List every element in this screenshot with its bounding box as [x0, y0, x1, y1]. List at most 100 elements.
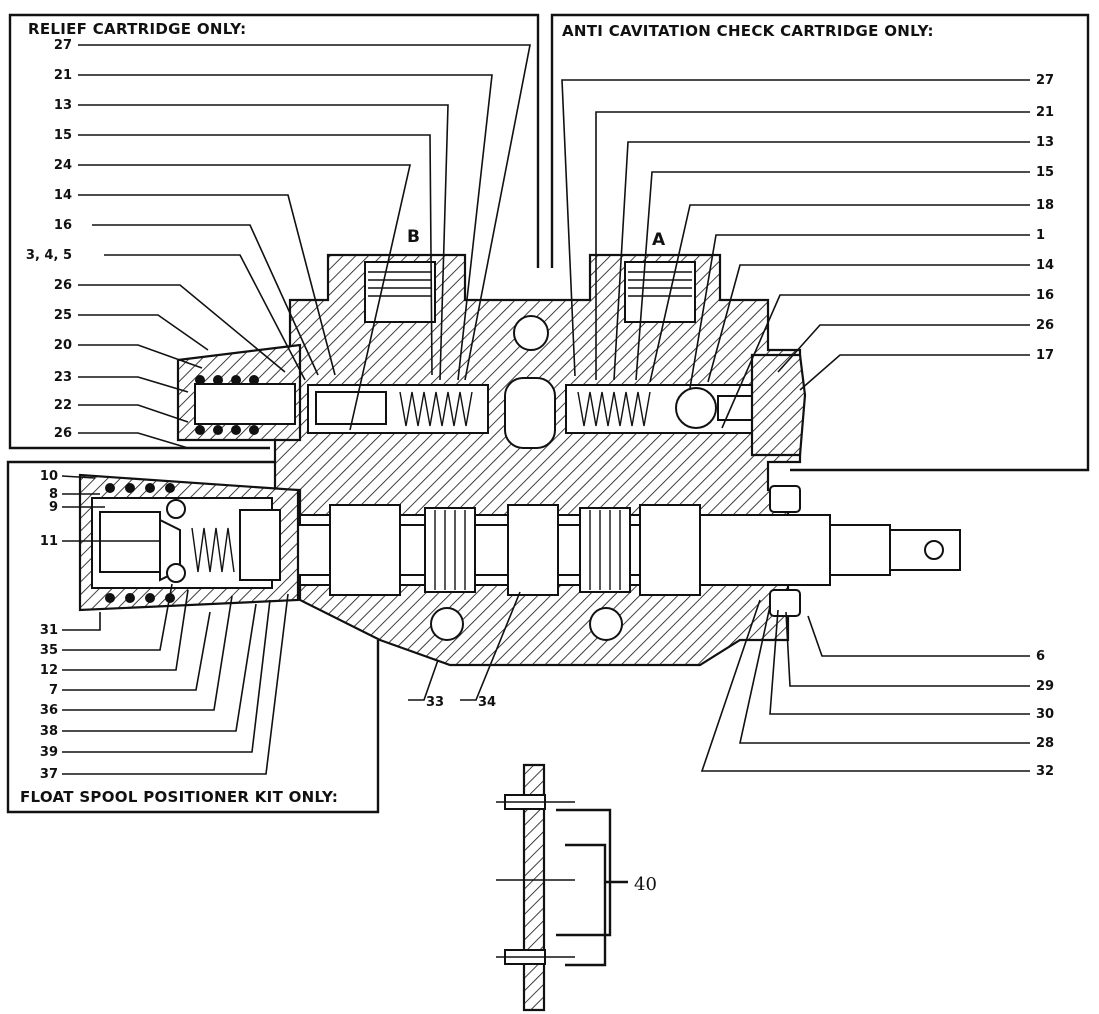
leader-line	[78, 432, 189, 449]
part-label-1: 1	[1036, 228, 1045, 243]
part-label-35: 35	[40, 643, 58, 658]
leader-line	[62, 593, 289, 775]
spool-neck	[829, 524, 891, 576]
positioner-collar	[239, 509, 281, 581]
part-label-3-4-5: 3, 4, 5	[26, 248, 72, 263]
part-label-21: 21	[1036, 105, 1054, 120]
port-bore	[589, 607, 623, 641]
port-a-label: A	[652, 230, 666, 250]
leader-line	[62, 599, 271, 753]
part-label-26: 26	[1036, 318, 1054, 333]
part-label-31: 31	[40, 623, 58, 638]
leader-line	[62, 583, 173, 651]
leader-line	[807, 615, 1030, 657]
leader-line	[62, 595, 233, 711]
part-label-37: 37	[40, 767, 58, 782]
seal-screw-top	[769, 485, 801, 513]
leader-line	[78, 104, 449, 381]
relief-cartridge-box	[8, 13, 540, 450]
part-label-18: 18	[1036, 198, 1054, 213]
detent-ball-bottom	[166, 563, 186, 583]
leader-line	[78, 344, 203, 369]
spool-land	[329, 504, 401, 596]
leader-line	[78, 376, 189, 393]
spool-land	[639, 504, 701, 596]
leader-line	[561, 79, 1030, 377]
float-spool-title: FLOAT SPOOL POSITIONER KIT ONLY:	[20, 788, 338, 806]
spool-land	[507, 504, 559, 596]
part-label-12: 12	[40, 663, 58, 678]
part-label-14: 14	[54, 188, 72, 203]
relief-cartridge-title: RELIEF CARTRIDGE ONLY:	[28, 20, 246, 38]
part-label-39: 39	[40, 745, 58, 760]
leader-line	[62, 589, 189, 671]
leader-line	[649, 204, 1030, 383]
part-label-28: 28	[1036, 736, 1054, 751]
float-spool-box	[6, 460, 380, 814]
spool-land	[579, 507, 631, 593]
part-label-38: 38	[40, 724, 58, 739]
part-label-30: 30	[1036, 707, 1054, 722]
part-label-27: 27	[54, 38, 72, 53]
relief-poppet	[315, 391, 387, 425]
leader-line	[92, 224, 319, 376]
leader-line	[78, 74, 493, 381]
leader-line	[635, 171, 1030, 381]
part-label-26: 26	[54, 426, 72, 441]
leader-lines	[61, 44, 1030, 775]
cartridge-springs	[399, 391, 651, 427]
part-label-15: 15	[1036, 165, 1054, 180]
leader-line	[61, 475, 96, 479]
leader-line	[721, 294, 1030, 429]
part-label-17: 17	[1036, 348, 1054, 363]
leader-line	[460, 591, 521, 701]
part-label-34: 34	[478, 695, 496, 710]
seal-screw-bottom	[769, 589, 801, 617]
leader-line	[78, 44, 531, 381]
part-label-7: 7	[49, 683, 58, 698]
port-bore	[513, 315, 549, 351]
leader-line	[785, 611, 1030, 687]
spool-end	[699, 514, 831, 586]
leader-line	[689, 234, 1030, 389]
part-label-36: 36	[40, 703, 58, 718]
leader-line	[62, 611, 211, 691]
leader-line	[78, 134, 433, 376]
part-label-6: 6	[1036, 649, 1045, 664]
spool-grooves	[434, 510, 621, 590]
part-label-8: 8	[49, 487, 58, 502]
leader-line	[408, 659, 439, 701]
center-cavity	[504, 377, 556, 449]
detail-40-drawing	[496, 763, 628, 1012]
part-label-32: 32	[1036, 764, 1054, 779]
part-label-21: 21	[54, 68, 72, 83]
clevis-hole	[924, 540, 944, 560]
leader-line	[78, 404, 189, 423]
part-label-26: 26	[54, 278, 72, 293]
part-label-40: 40	[634, 874, 657, 895]
leader-line	[707, 264, 1030, 383]
part-label-16: 16	[1036, 288, 1054, 303]
float-positioner	[78, 473, 300, 612]
end-cap-right	[750, 353, 807, 457]
check-ball	[675, 387, 717, 429]
part-label-11: 11	[40, 534, 58, 549]
leader-line	[777, 324, 1030, 373]
part-label-29: 29	[1036, 679, 1054, 694]
part-label-15: 15	[54, 128, 72, 143]
port-b-label: B	[407, 227, 420, 247]
port-bore	[430, 607, 464, 641]
part-label-14: 14	[1036, 258, 1054, 273]
leader-line	[700, 599, 1030, 772]
leader-line	[78, 194, 336, 376]
leader-line	[769, 609, 1030, 715]
part-label-9: 9	[49, 500, 58, 515]
leader-line	[613, 141, 1030, 381]
positioner-spring	[191, 527, 235, 573]
leader-line	[595, 111, 1030, 380]
detent-sleeve	[99, 511, 161, 573]
part-label-22: 22	[54, 398, 72, 413]
leader-line	[78, 284, 286, 373]
